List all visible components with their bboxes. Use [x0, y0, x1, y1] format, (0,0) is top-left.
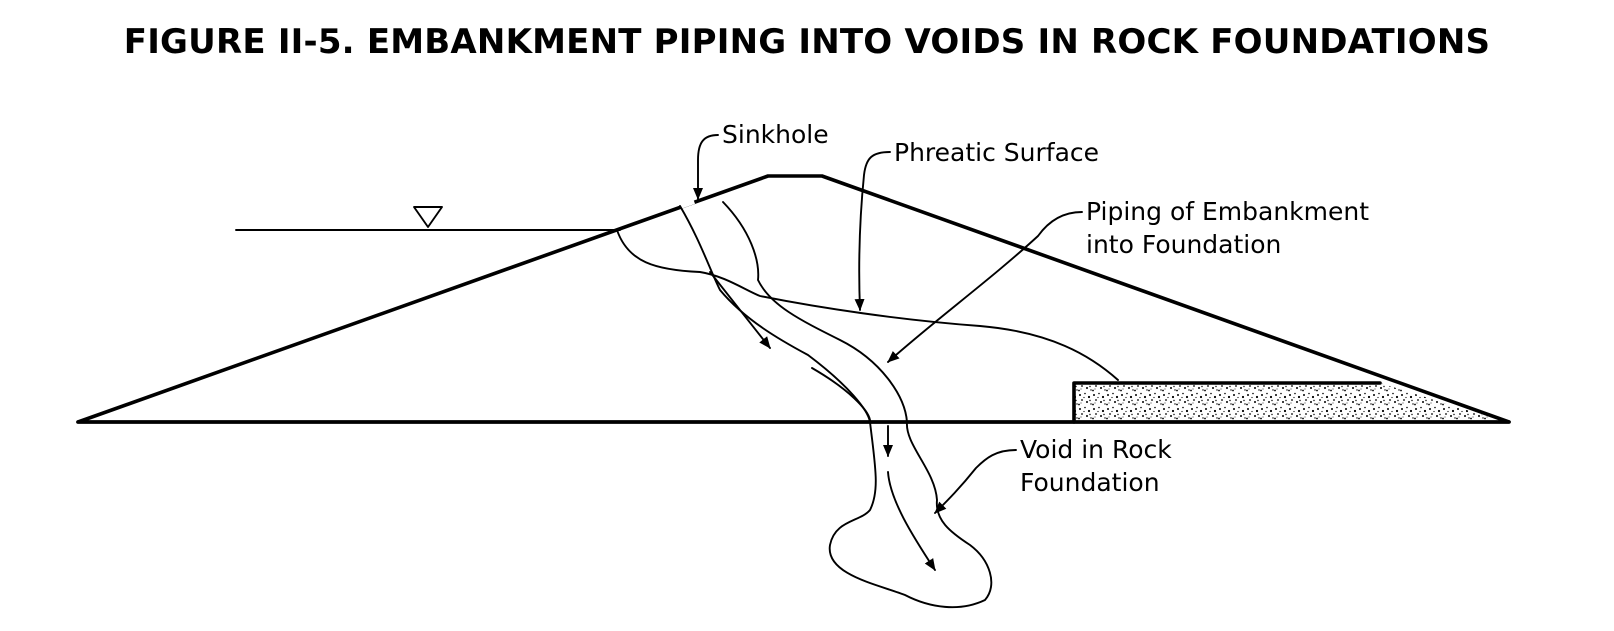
toe-drain — [1072, 381, 1505, 424]
piping-label-line2: into Foundation — [1086, 230, 1281, 259]
piping-leader — [887, 211, 1083, 363]
void-label-line1: Void in Rock — [1020, 435, 1172, 464]
figure-title: FIGURE II-5. EMBANKMENT PIPING INTO VOID… — [123, 22, 1491, 62]
phreatic-surface-label: Phreatic Surface — [894, 138, 1099, 167]
sinkhole-label: Sinkhole — [722, 120, 829, 149]
rock-void — [829, 421, 993, 609]
phreatic-surface-leader — [854, 151, 891, 311]
void-leader — [934, 449, 1017, 514]
phreatic-surface-line — [616, 229, 1119, 381]
sinkhole-break — [678, 198, 696, 209]
water-level-icon — [413, 206, 443, 228]
piping-channel — [679, 201, 908, 423]
sinkhole-leader — [693, 134, 719, 200]
piping-label-line1: Piping of Embankment — [1086, 197, 1369, 226]
void-label-line2: Foundation — [1020, 468, 1160, 497]
